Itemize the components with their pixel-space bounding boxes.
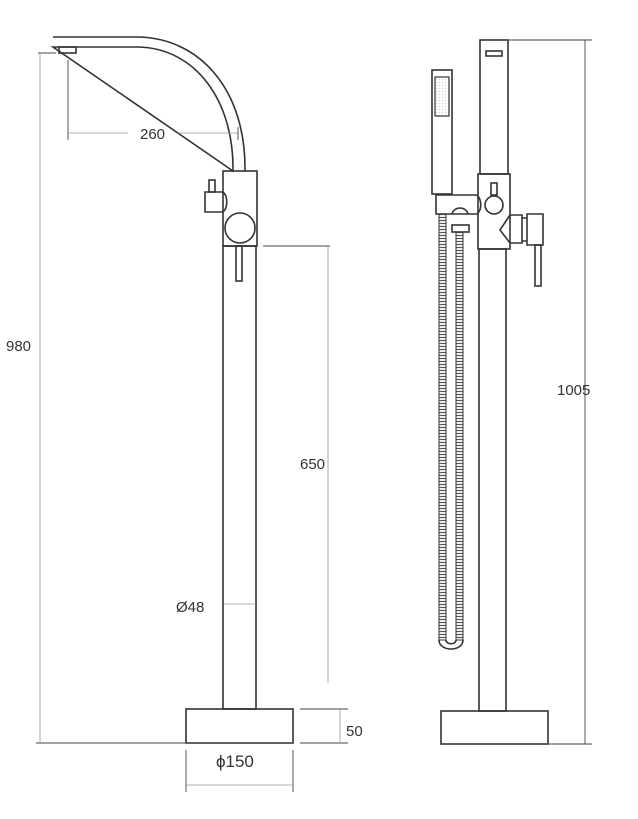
side-view: 1005 [431,39,592,745]
lever-handle [235,245,243,282]
side-mixer-knob [484,195,504,215]
spout-column [479,39,509,175]
dimension-1005: 1005 [508,39,592,745]
dimension-980: 980 [6,52,56,743]
dimension-label-50: 50 [346,723,363,740]
spout [50,36,246,173]
diverter-valve [204,191,228,213]
hand-shower-spray-face [434,76,450,117]
front-view: 980 260 650 Ø48 50 [6,36,363,792]
side-lever-housing [499,213,544,246]
side-base [440,710,549,745]
hose-connector [451,207,469,215]
mixer-knob [224,212,256,244]
hand-shower-holder [435,194,482,215]
side-column [478,248,507,712]
column [222,245,257,710]
shower-hose-left [438,213,447,641]
dimension-label-1005: 1005 [557,382,590,399]
dimension-label-48: Ø48 [176,599,204,616]
dimension-260: 260 [67,60,239,143]
dimension-48: Ø48 [176,599,256,616]
side-knob-indicator [490,182,498,196]
dimension-label-150: ϕ150 [216,752,254,771]
dimension-label-650: 650 [300,456,325,473]
shower-hose-right [455,231,464,641]
dimension-label-980: 980 [6,338,31,355]
mixer-body [222,170,258,247]
base [185,708,294,744]
side-lever-handle [534,244,542,287]
dimension-label-260: 260 [140,126,165,143]
dimension-50: 50 [300,708,363,744]
side-aerator [485,50,503,57]
hose-bend [438,639,464,650]
hand-shower [431,69,453,195]
dimension-150: ϕ150 [185,750,294,792]
dimension-650: 650 [263,245,330,683]
hose-nut [451,224,470,233]
aerator [58,46,77,54]
diverter-stem [208,179,216,193]
